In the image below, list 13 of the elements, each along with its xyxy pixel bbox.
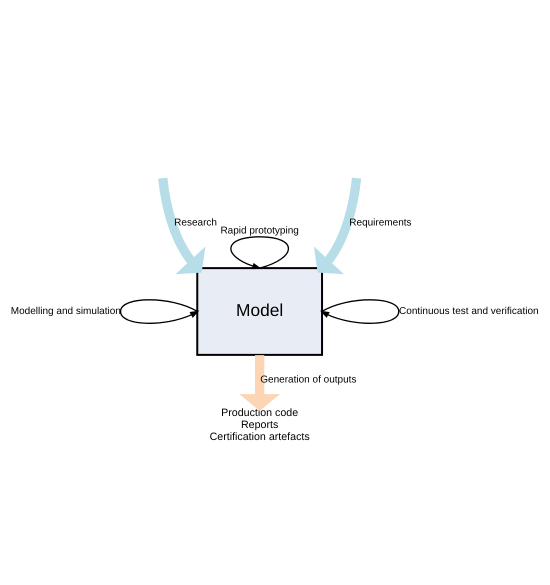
arrow — [158, 177, 206, 274]
edge-label: Rapid prototyping — [220, 224, 299, 236]
edge-label: Continuous test and verification — [399, 305, 539, 316]
edge-label: Generation of outputs — [260, 374, 356, 385]
arrow — [120, 298, 200, 324]
edge-label: Research — [174, 216, 218, 228]
node-text: Production code Reports Certification artefacts — [210, 406, 310, 443]
arrow — [314, 177, 362, 274]
arrow — [239, 354, 280, 410]
arrow — [320, 298, 400, 324]
node-box: Model — [196, 266, 324, 356]
arrow — [230, 236, 289, 269]
edge-label: Requirements — [349, 216, 412, 228]
